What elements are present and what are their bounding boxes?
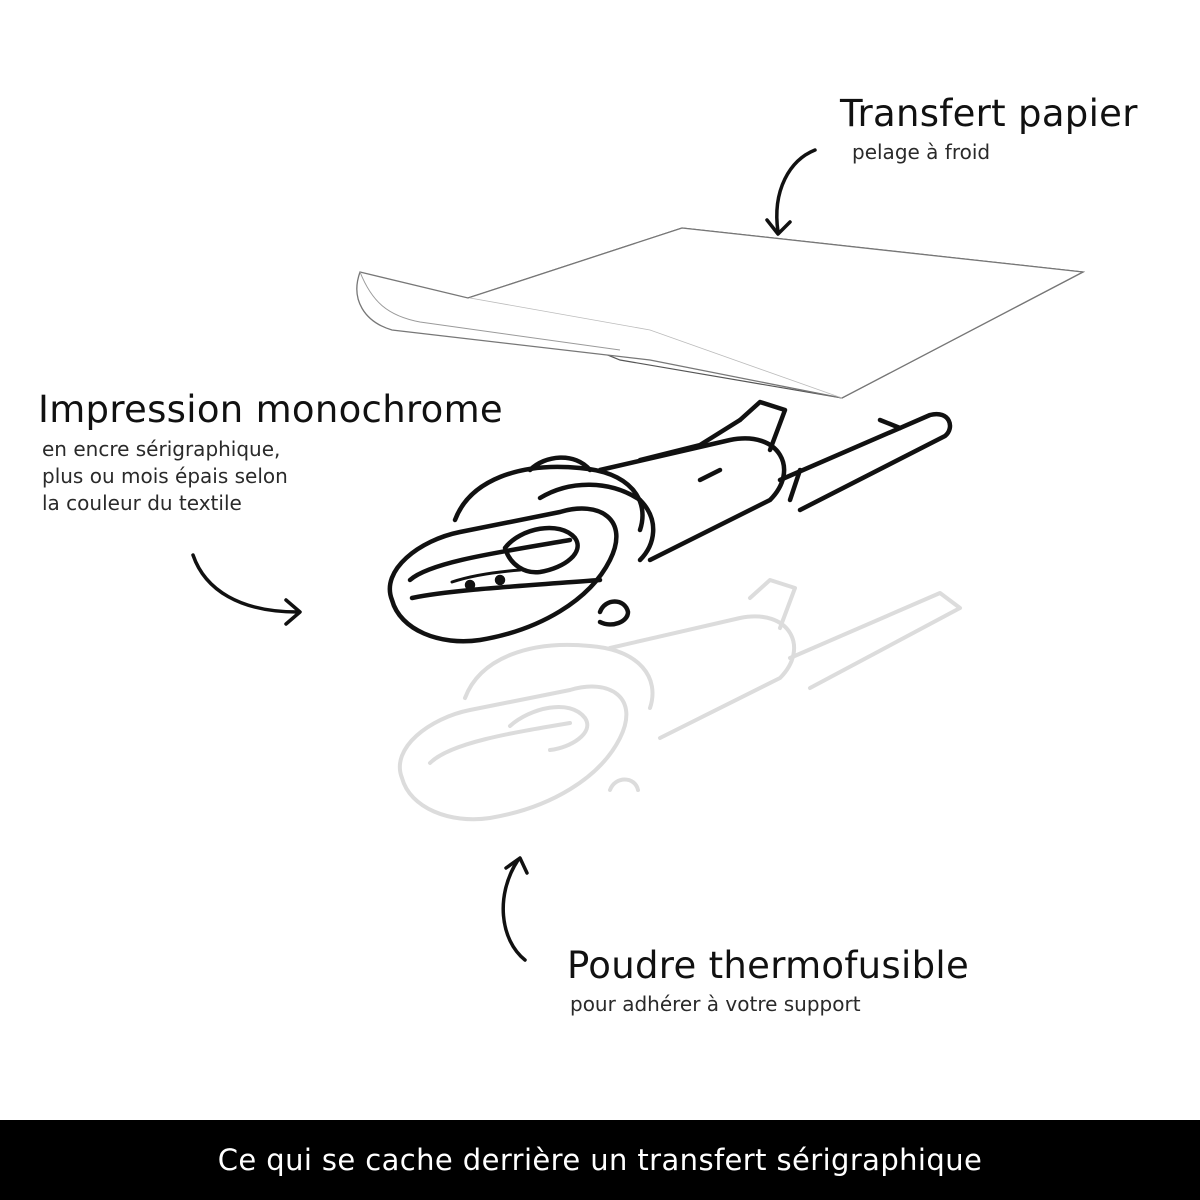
footer-banner: Ce qui se cache derrière un transfert sé…: [0, 1120, 1200, 1200]
label-transfert-papier: Transfert papier: [840, 92, 1138, 135]
sublabel-impression-line: la couleur du textile: [42, 491, 242, 515]
sublabel-impression-line: en encre sérigraphique,: [42, 437, 281, 461]
label-impression-monochrome: Impression monochrome: [38, 388, 503, 431]
sublabel-impression-line: plus ou mois épais selon: [42, 464, 288, 488]
sublabel-pelage: pelage à froid: [852, 140, 991, 164]
sublabel-impression: en encre sérigraphique, plus ou mois épa…: [42, 436, 288, 517]
diagram-illustration: [191, 148, 1086, 962]
arrow-curved-icon: [765, 148, 817, 236]
character-illustration-icon: [387, 399, 953, 644]
footer-caption: Ce qui se cache derrière un transfert sé…: [217, 1143, 983, 1177]
powder-layer-illustration: [398, 578, 962, 822]
label-poudre-thermofusible: Poudre thermofusible: [567, 944, 970, 987]
sublabel-poudre: pour adhérer à votre support: [570, 992, 861, 1016]
arrow-curved-icon: [191, 553, 302, 626]
arrow-curved-icon: [501, 856, 529, 962]
paper-sheet-icon: [356, 227, 1086, 399]
